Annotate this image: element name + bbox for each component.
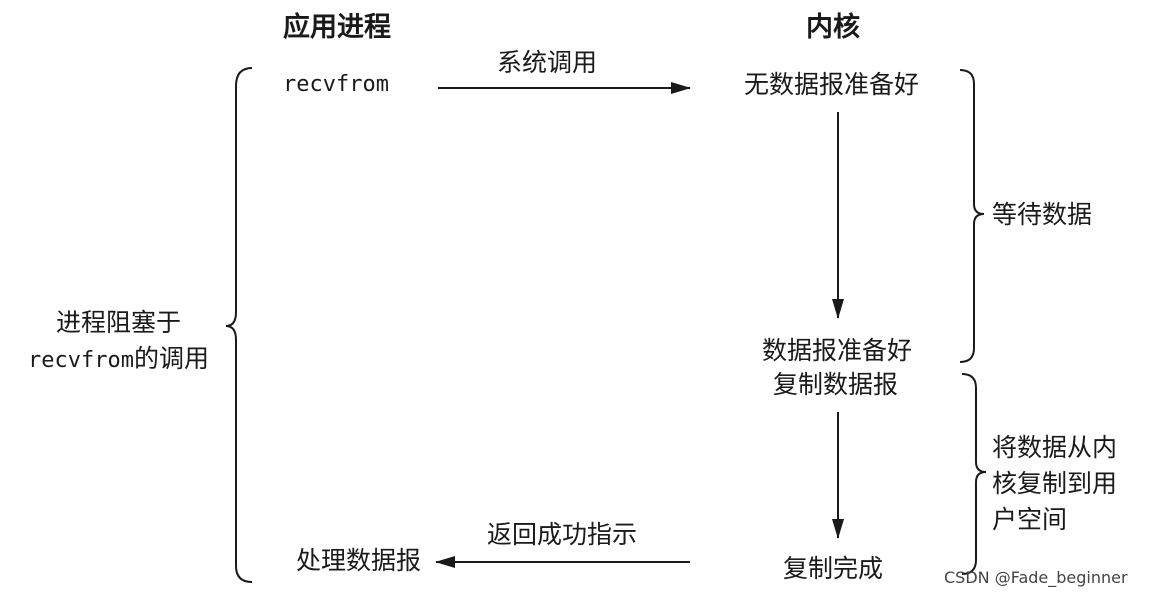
- blocked-brace: [225, 67, 253, 583]
- copy-data-brace: [961, 373, 987, 575]
- copy-to-user-space-line-2: 核复制到用: [992, 469, 1118, 498]
- csdn-watermark: CSDN @Fade_beginner: [944, 568, 1128, 587]
- process-blocked-label-line-2: recvfrom的调用: [28, 346, 209, 372]
- blocked-recvfrom-text: recvfrom: [28, 348, 134, 373]
- datagram-ready-label: 数据报准备好: [762, 336, 913, 365]
- copy-to-user-space-line-1: 将数据从内: [992, 433, 1118, 462]
- copy-to-user-space-line-3: 户空间: [992, 505, 1068, 534]
- app-process-header: 应用进程: [283, 12, 391, 43]
- process-datagram-label: 处理数据报: [296, 546, 422, 575]
- process-blocked-label-line-1: 进程阻塞于: [56, 308, 182, 337]
- wait-data-brace: [959, 69, 985, 363]
- blocked-call-text: 的调用: [133, 344, 209, 373]
- recvfrom-label: recvfrom: [283, 72, 389, 97]
- copy-datagram-label: 复制数据报: [773, 370, 899, 399]
- system-call-label: 系统调用: [497, 48, 598, 77]
- kernel-header: 内核: [806, 12, 860, 43]
- copy-to-user-space-label: 将数据从内 核复制到用 户空间: [992, 430, 1117, 538]
- copy-complete-label: 复制完成: [783, 554, 884, 583]
- no-datagram-ready-label: 无数据报准备好: [744, 70, 920, 99]
- wait-data-label: 等待数据: [992, 200, 1093, 229]
- return-success-label: 返回成功指示: [487, 520, 638, 549]
